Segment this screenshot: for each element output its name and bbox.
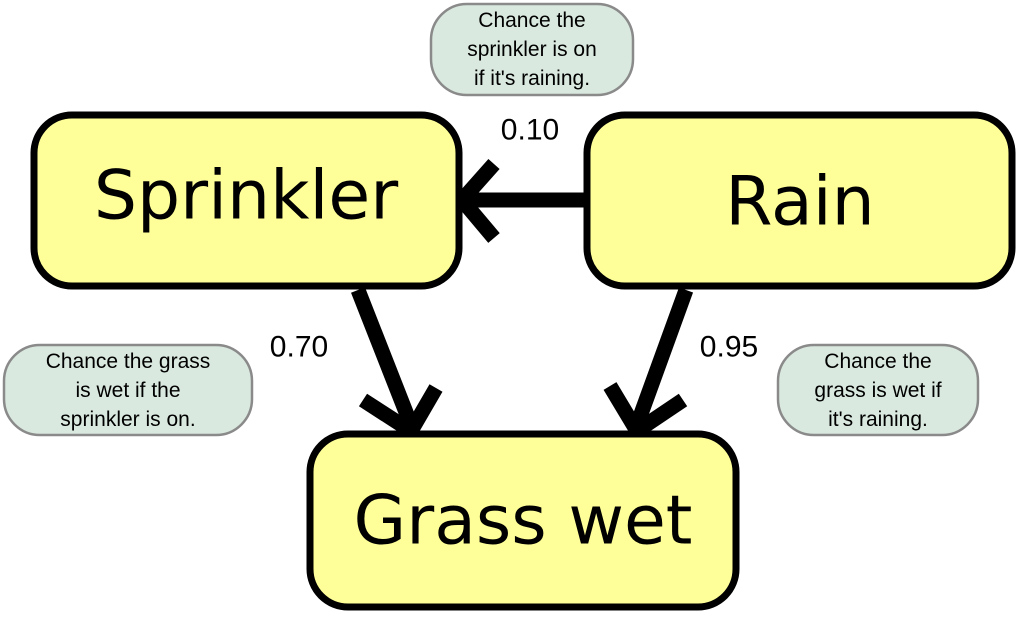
node-sprinkler: Sprinkler (30, 111, 463, 290)
edge-sprinkler-to-grass (351, 287, 443, 442)
note-grass-given-rain: Chance the grass is wet if it's raining. (776, 343, 980, 437)
note-top-line-2: sprinkler is on (467, 38, 597, 61)
prob-rain-to-grass: 0.95 (700, 331, 758, 364)
prob-rain-to-sprinkler: 0.10 (501, 114, 559, 147)
prob-sprinkler-to-grass: 0.70 (270, 331, 328, 364)
note-top-line-3: if it's raining. (474, 67, 590, 90)
node-grass-wet: Grass wet (306, 430, 740, 611)
note-left-line-1: Chance the grass (46, 350, 211, 373)
note-right-line-1: Chance the (824, 350, 931, 373)
node-rain: Rain (583, 111, 1016, 290)
note-right-line-3: it's raining. (828, 408, 928, 431)
note-left-line-2: is wet if the (75, 379, 180, 402)
edge-rain-to-sprinkler (452, 159, 590, 243)
node-rain-label: Rain (725, 163, 874, 242)
edge-rain-to-grass (603, 287, 694, 442)
note-left-line-3: sprinkler is on. (60, 408, 195, 431)
note-sprinkler-given-rain: Chance the sprinkler is on if it's raini… (429, 2, 635, 97)
node-grass-wet-label: Grass wet (354, 482, 693, 561)
note-top-line-1: Chance the (478, 9, 585, 32)
node-sprinkler-label: Sprinkler (94, 157, 398, 236)
note-grass-given-sprinkler: Chance the grass is wet if the sprinkler… (2, 343, 254, 437)
note-right-line-2: grass is wet if (814, 379, 941, 402)
